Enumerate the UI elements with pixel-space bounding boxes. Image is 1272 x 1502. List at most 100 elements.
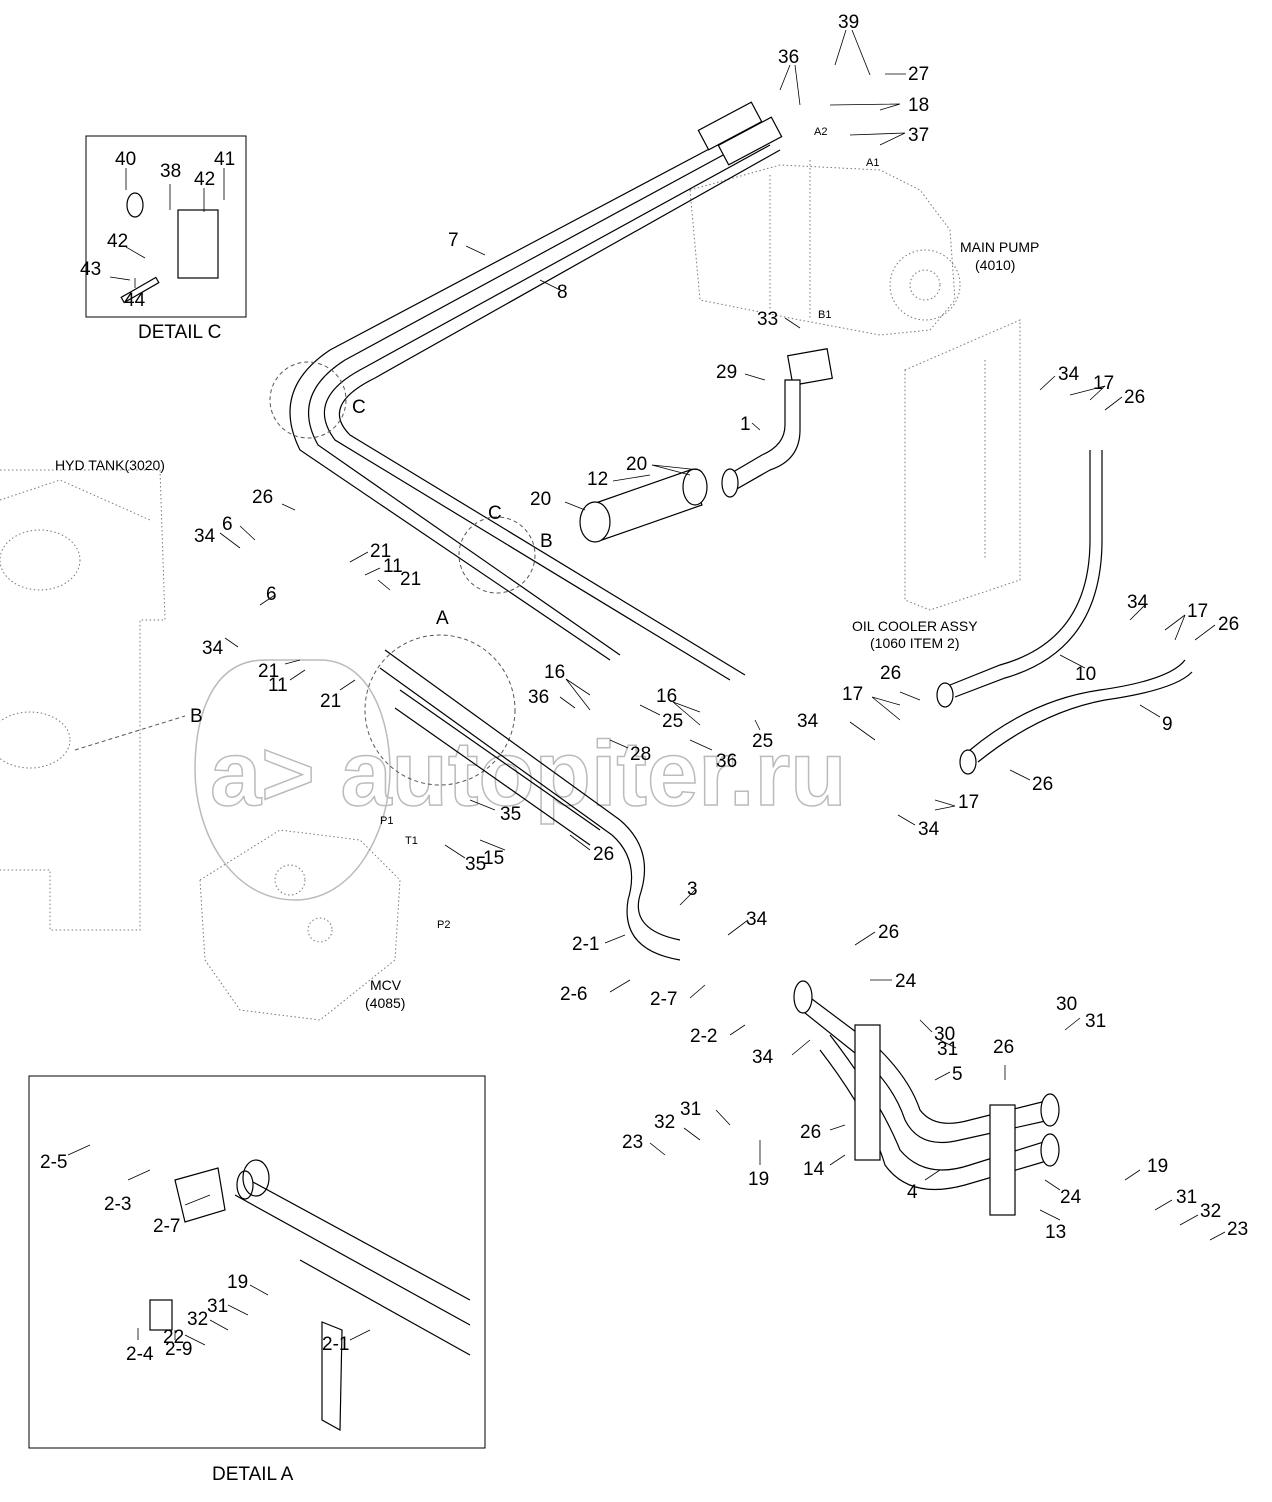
callout-10[interactable]: 10 [1075, 664, 1096, 685]
callout-26[interactable]: 26 [593, 844, 614, 865]
callout-9[interactable]: 9 [1162, 714, 1173, 735]
callout-21[interactable]: 21 [400, 569, 421, 590]
callout-31[interactable]: 31 [1176, 1187, 1197, 1208]
callout-32[interactable]: 32 [1200, 1201, 1221, 1222]
callout-26[interactable]: 26 [993, 1037, 1014, 1058]
callout-11[interactable]: 11 [268, 675, 288, 696]
detail-a-callout-2-9[interactable]: 2-9 [165, 1339, 192, 1360]
callout-21[interactable]: 21 [258, 661, 279, 682]
callout-35[interactable]: 35 [465, 854, 486, 875]
callout-31[interactable]: 31 [1085, 1011, 1106, 1032]
callout-16[interactable]: 16 [544, 662, 565, 683]
port-b-ref-hose[interactable]: B [540, 531, 553, 552]
detail-a-callouts: 2-5 2-3 2-7 2-4 2-9 19 31 32 22 2-1 [40, 1144, 371, 1365]
callout-2-6[interactable]: 2-6 [560, 984, 587, 1005]
callout-23[interactable]: 23 [1227, 1219, 1248, 1240]
detail-a-callout-2-1[interactable]: 2-1 [322, 1334, 349, 1355]
callout-17[interactable]: 17 [958, 792, 979, 813]
callout-29[interactable]: 29 [716, 362, 737, 383]
callout-15[interactable]: 15 [483, 848, 504, 869]
callout-34[interactable]: 34 [752, 1047, 774, 1068]
callout-21[interactable]: 21 [370, 541, 391, 562]
detail-a-callout-22[interactable]: 22 [163, 1327, 184, 1348]
detail-c-callout-38[interactable]: 38 [160, 161, 181, 182]
callout-24[interactable]: 24 [895, 971, 917, 992]
callout-25[interactable]: 25 [752, 731, 773, 752]
callout-17[interactable]: 17 [1093, 373, 1114, 394]
callout-31[interactable]: 31 [680, 1099, 701, 1120]
callout-34[interactable]: 34 [194, 526, 216, 547]
detail-a-callout-19[interactable]: 19 [227, 1272, 248, 1293]
callout-31[interactable]: 31 [937, 1039, 958, 1060]
callout-28[interactable]: 28 [630, 744, 651, 765]
callout-2-2[interactable]: 2-2 [690, 1026, 717, 1047]
callout-30[interactable]: 30 [934, 1024, 955, 1045]
callout-24[interactable]: 24 [1060, 1187, 1082, 1208]
callout-6[interactable]: 6 [222, 514, 233, 535]
detail-a-callout-2-3[interactable]: 2-3 [104, 1194, 131, 1215]
callout-2-7[interactable]: 2-7 [650, 989, 677, 1010]
callout-33[interactable]: 33 [757, 309, 778, 330]
detail-c-ref-upper[interactable]: C [352, 397, 366, 418]
detail-a-callout-2-4[interactable]: 2-4 [126, 1344, 154, 1365]
callout-36[interactable]: 36 [778, 47, 799, 68]
callout-6[interactable]: 6 [266, 584, 277, 605]
callout-34[interactable]: 34 [746, 909, 768, 930]
detail-a-callout-2-7[interactable]: 2-7 [153, 1216, 180, 1237]
callout-34[interactable]: 34 [1058, 364, 1080, 385]
callout-26[interactable]: 26 [878, 922, 899, 943]
callout-34[interactable]: 34 [202, 638, 224, 659]
detail-c-callout-40[interactable]: 40 [115, 149, 136, 170]
detail-a-callout-2-5[interactable]: 2-5 [40, 1152, 67, 1173]
detail-c-callout-41[interactable]: 41 [214, 149, 235, 170]
callout-12[interactable]: 12 [587, 469, 608, 490]
callout-13[interactable]: 13 [1045, 1222, 1066, 1243]
detail-c-callout-42[interactable]: 42 [194, 169, 215, 190]
callout-5[interactable]: 5 [952, 1064, 963, 1085]
callout-34[interactable]: 34 [918, 819, 940, 840]
callout-34[interactable]: 34 [1127, 592, 1149, 613]
callout-30[interactable]: 30 [1056, 994, 1077, 1015]
callout-39[interactable]: 39 [838, 12, 859, 33]
callout-26[interactable]: 26 [880, 663, 901, 684]
callout-7[interactable]: 7 [448, 230, 459, 251]
callout-36[interactable]: 36 [528, 687, 549, 708]
callout-1[interactable]: 1 [740, 414, 751, 435]
callout-36[interactable]: 36 [716, 751, 737, 772]
callout-20[interactable]: 20 [530, 489, 551, 510]
detail-c-callout-42[interactable]: 42 [107, 231, 128, 252]
callout-26[interactable]: 26 [1218, 614, 1239, 635]
detail-c-callout-43[interactable]: 43 [80, 259, 101, 280]
callout-25[interactable]: 25 [662, 711, 683, 732]
callout-19[interactable]: 19 [748, 1169, 769, 1190]
port-b-ref-tank[interactable]: B [190, 706, 203, 727]
callout-19[interactable]: 19 [1147, 1156, 1168, 1177]
detail-c-ref-lower[interactable]: C [488, 503, 502, 524]
callout-32[interactable]: 32 [654, 1112, 675, 1133]
callout-11[interactable]: 11 [383, 556, 403, 577]
callout-26[interactable]: 26 [1124, 387, 1145, 408]
callout-26[interactable]: 26 [252, 487, 273, 508]
callout-8[interactable]: 8 [557, 282, 568, 303]
callout-37[interactable]: 37 [908, 125, 929, 146]
callout-16[interactable]: 16 [656, 686, 677, 707]
detail-a-ref[interactable]: A [436, 608, 449, 629]
callout-23[interactable]: 23 [622, 1132, 643, 1153]
callout-35[interactable]: 35 [500, 804, 521, 825]
callout-27[interactable]: 27 [908, 64, 929, 85]
callout-18[interactable]: 18 [908, 95, 929, 116]
callout-3[interactable]: 3 [687, 879, 698, 900]
callout-17[interactable]: 17 [842, 684, 863, 705]
callout-34[interactable]: 34 [797, 711, 819, 732]
callout-26[interactable]: 26 [1032, 774, 1053, 795]
callout-4[interactable]: 4 [907, 1182, 918, 1203]
callout-21[interactable]: 21 [320, 691, 341, 712]
callout-2-1[interactable]: 2-1 [572, 934, 599, 955]
callout-26[interactable]: 26 [800, 1122, 821, 1143]
detail-a-callout-31[interactable]: 31 [207, 1296, 228, 1317]
detail-a-callout-32[interactable]: 32 [187, 1309, 208, 1330]
callout-20[interactable]: 20 [626, 454, 647, 475]
detail-c-callout-44[interactable]: 44 [124, 290, 146, 311]
callout-17[interactable]: 17 [1187, 601, 1208, 622]
callout-14[interactable]: 14 [803, 1159, 825, 1180]
